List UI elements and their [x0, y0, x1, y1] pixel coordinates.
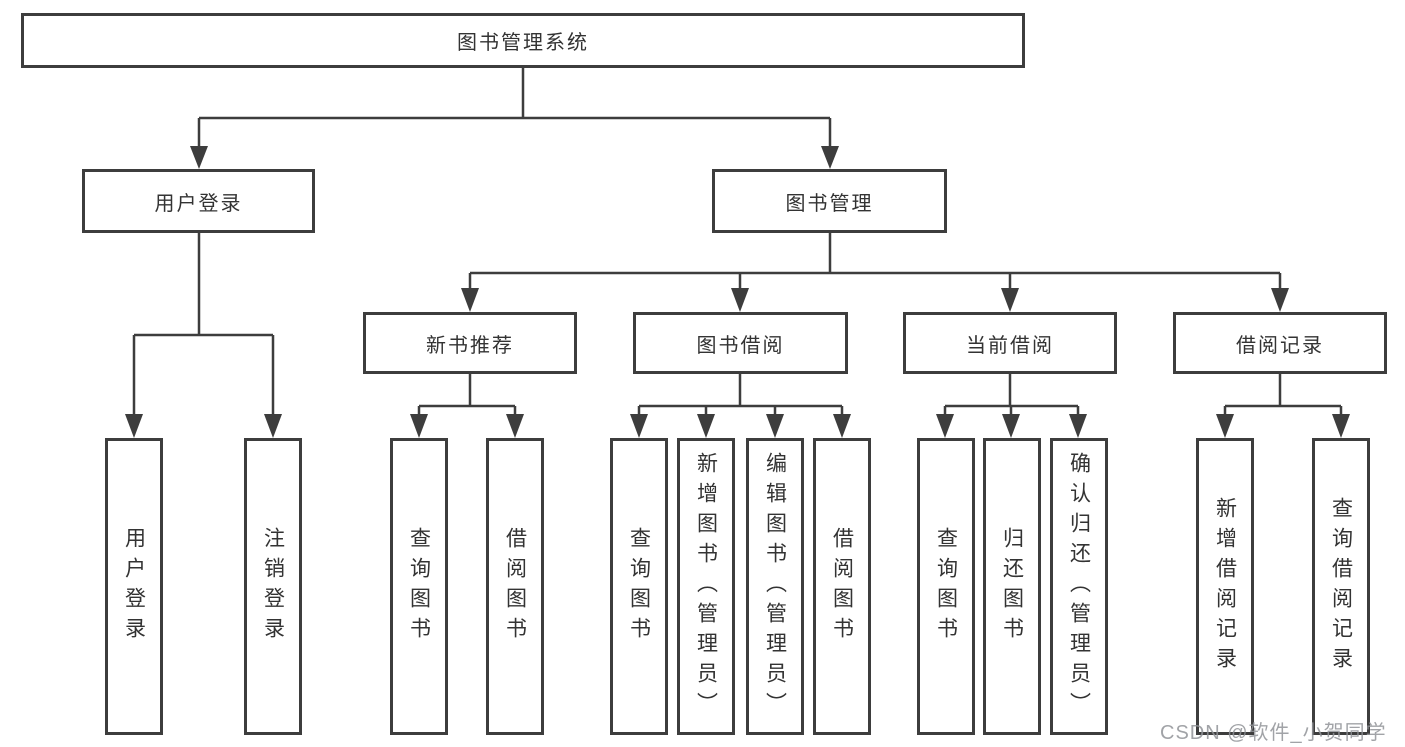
node-label: 图书管理系统	[457, 32, 589, 54]
csdn-watermark: CSDN @软件_小贺同学	[1160, 722, 1387, 744]
node-label: 借阅图书	[830, 526, 854, 647]
node-borrow-record: 借阅记录	[1173, 312, 1387, 374]
arrow-down-icon	[410, 414, 428, 438]
connector-current-borrow-group	[936, 374, 1087, 438]
leaf-query-book-current: 查询图书	[917, 438, 975, 735]
node-label: 图书借阅	[696, 334, 785, 357]
node-label: 借阅图书	[503, 526, 527, 647]
node-user-login: 用户登录	[82, 169, 315, 233]
node-label: 图书管理	[785, 192, 874, 215]
leaf-query-borrow-record: 查询借阅记录	[1312, 438, 1370, 735]
arrow-down-icon	[766, 414, 784, 438]
arrow-down-icon	[264, 414, 282, 438]
leaf-query-book-borrow: 查询图书	[610, 438, 668, 735]
node-label: 借阅记录	[1236, 334, 1324, 357]
arrow-down-icon	[731, 288, 749, 312]
leaf-borrow-book-newrec: 借阅图书	[486, 438, 544, 735]
arrow-down-icon	[190, 146, 208, 169]
arrow-down-icon	[936, 414, 954, 438]
arrow-down-icon	[1216, 414, 1234, 438]
arrow-down-icon	[1332, 414, 1350, 438]
node-label: 新书推荐	[426, 334, 514, 357]
node-label: 确认归还（管理员）	[1067, 451, 1091, 722]
arrow-down-icon	[506, 414, 524, 438]
node-label: 归还图书	[1000, 526, 1024, 647]
node-current-borrow: 当前借阅	[903, 312, 1117, 374]
arrow-down-icon	[697, 414, 715, 438]
connector-user-login-group	[125, 233, 282, 438]
node-label: 注销登录	[261, 526, 285, 647]
arrow-down-icon	[1069, 414, 1087, 438]
leaf-logout: 注销登录	[244, 438, 302, 735]
arrow-down-icon	[821, 146, 839, 169]
node-label: 查询图书	[627, 526, 651, 647]
node-label: 当前借阅	[966, 334, 1054, 357]
arrow-down-icon	[1001, 288, 1019, 312]
node-root-library-system: 图书管理系统	[21, 13, 1025, 68]
leaf-confirm-return-admin: 确认归还（管理员）	[1050, 438, 1108, 735]
leaf-add-book-admin: 新增图书（管理员）	[677, 438, 735, 735]
leaf-return-book: 归还图书	[983, 438, 1041, 735]
leaf-edit-book-admin: 编辑图书（管理员）	[746, 438, 804, 735]
arrow-down-icon	[1002, 414, 1020, 438]
node-label: 编辑图书（管理员）	[763, 451, 787, 722]
leaf-query-book-newrec: 查询图书	[390, 438, 448, 735]
node-label: 查询图书	[407, 526, 431, 647]
node-label: 用户登录	[122, 526, 146, 647]
node-book-borrow: 图书借阅	[633, 312, 848, 374]
leaf-add-borrow-record: 新增借阅记录	[1196, 438, 1254, 735]
leaf-borrow-book: 借阅图书	[813, 438, 871, 735]
node-new-book-recommend: 新书推荐	[363, 312, 577, 374]
connector-book-borrow-group	[630, 374, 851, 438]
arrow-down-icon	[833, 414, 851, 438]
node-label: 用户登录	[154, 192, 243, 215]
node-label: 新增图书（管理员）	[694, 451, 718, 722]
connector-new-book-rec-group	[410, 374, 524, 438]
node-label: 新增借阅记录	[1213, 496, 1237, 677]
arrow-down-icon	[1271, 288, 1289, 312]
leaf-user-login: 用户登录	[105, 438, 163, 735]
node-label: 查询借阅记录	[1329, 496, 1353, 677]
arrow-down-icon	[125, 414, 143, 438]
node-label: 查询图书	[934, 526, 958, 647]
connector-book-mgmt-to-level3	[461, 233, 1289, 312]
connector-root-to-level2	[190, 68, 839, 169]
arrow-down-icon	[461, 288, 479, 312]
arrow-down-icon	[630, 414, 648, 438]
connector-borrow-record-group	[1216, 374, 1350, 438]
node-book-management: 图书管理	[712, 169, 947, 233]
